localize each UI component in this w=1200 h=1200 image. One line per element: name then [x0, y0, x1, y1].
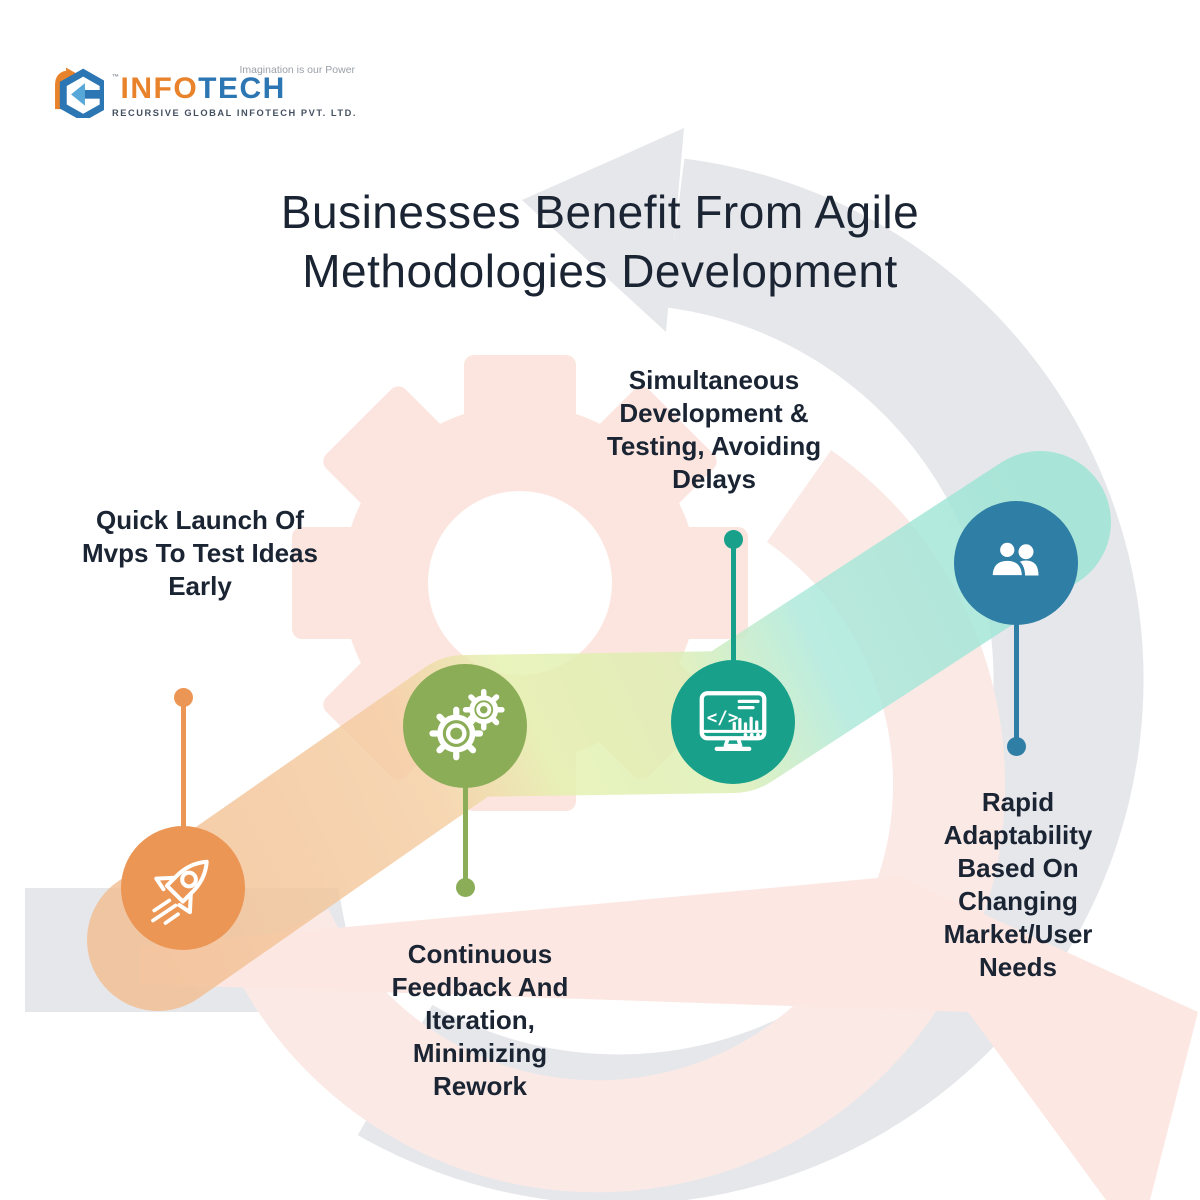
label-rapid-adaptability: Rapid Adaptability Based On Changing Mar…	[943, 787, 1093, 983]
milestone-circle-adaptability	[954, 501, 1078, 625]
label-simultaneous-dev: Simultaneous Development & Testing, Avoi…	[606, 365, 822, 495]
label-continuous-feedback: Continuous Feedback And Iteration, Minim…	[391, 939, 569, 1102]
gears-icon	[429, 688, 505, 761]
logo-word-tech: TECH	[198, 72, 286, 105]
timeline-dot	[456, 878, 475, 897]
pink-arrow	[140, 876, 1198, 1200]
logo-word-info: INFO	[120, 72, 199, 105]
company-logo: Imagination is our Power ™INFOTECH RECUR…	[52, 62, 357, 118]
timeline-stem	[1014, 623, 1019, 741]
logo-wordmark: ™INFOTECH	[112, 74, 357, 104]
logo-subtitle: RECURSIVE GLOBAL INFOTECH PVT. LTD.	[112, 108, 358, 118]
gray-cycle-arrowhead-icon	[522, 128, 684, 332]
timeline-dot	[724, 530, 743, 549]
page-title: Businesses Benefit From Agile Methodolog…	[280, 185, 920, 297]
timeline-dot	[174, 688, 193, 707]
logo-mark-icon	[55, 67, 104, 118]
code-monitor-icon: </>	[699, 691, 767, 751]
logo-tagline: Imagination is our Power	[239, 64, 356, 76]
svg-text:</>: </>	[707, 708, 739, 728]
milestone-circle-simultaneous: </>	[671, 660, 795, 784]
trademark: ™	[112, 74, 121, 81]
team-icon	[989, 539, 1039, 579]
milestone-circle-feedback	[403, 664, 527, 788]
timeline-stem	[463, 786, 468, 884]
timeline-stem	[731, 542, 736, 664]
rocket-icon	[151, 859, 209, 925]
timeline-dot	[1007, 737, 1026, 756]
milestone-circle-quick-launch	[121, 826, 245, 950]
label-quick-launch: Quick Launch Of Mvps To Test Ideas Early	[82, 505, 318, 602]
gradient-ribbon	[87, 451, 1111, 1011]
timeline-stem	[181, 700, 186, 830]
